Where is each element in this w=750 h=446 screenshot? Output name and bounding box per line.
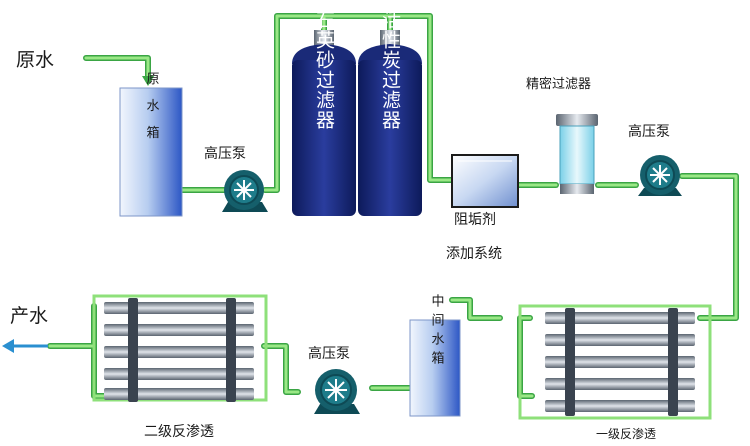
antiscalant-label-line2: 添加系统 [446, 246, 502, 262]
raw-water-label: 原水 [16, 49, 54, 71]
pump3-label: 高压泵 [308, 345, 350, 362]
precision-filter-label: 精密过滤器 [526, 76, 591, 92]
stage2-ro-label: 二级反渗透 [144, 424, 214, 440]
pump2-label: 高压泵 [628, 123, 670, 140]
product-water-arrow [2, 339, 48, 353]
raw-water-tank: 原水箱 [119, 72, 183, 217]
mid-tank-label: 中间水箱 [429, 294, 445, 370]
stage1-ro-label: 一级反渗透 [596, 426, 656, 441]
stage1-ro-membranes [518, 304, 712, 420]
activated-carbon-filter: 活性炭过滤器 [358, 10, 422, 216]
stage2-membrane-row [104, 302, 254, 400]
antiscalant-label-line1: 阻垢剂 [454, 212, 496, 228]
pump-1-icon [222, 170, 268, 212]
product-water-label: 产水 [10, 305, 48, 327]
precision-filter [556, 114, 598, 194]
antiscalant-dosing-unit [451, 154, 519, 208]
quartz-filter-label: 石英砂过滤器 [313, 10, 335, 130]
stage1-membrane-row [545, 312, 695, 412]
raw-water-arrow [142, 76, 154, 86]
pump-2-icon [638, 155, 682, 196]
middle-water-tank: 中间水箱 [409, 294, 461, 417]
pump-3-icon [314, 369, 360, 414]
quartz-sand-filter: 石英砂过滤器 [292, 10, 356, 216]
stage2-ro-membranes [92, 294, 268, 402]
pump1-label: 高压泵 [204, 145, 246, 162]
carbon-filter-label: 活性炭过滤器 [379, 10, 401, 130]
raw-tank-label: 原水箱 [144, 72, 160, 153]
